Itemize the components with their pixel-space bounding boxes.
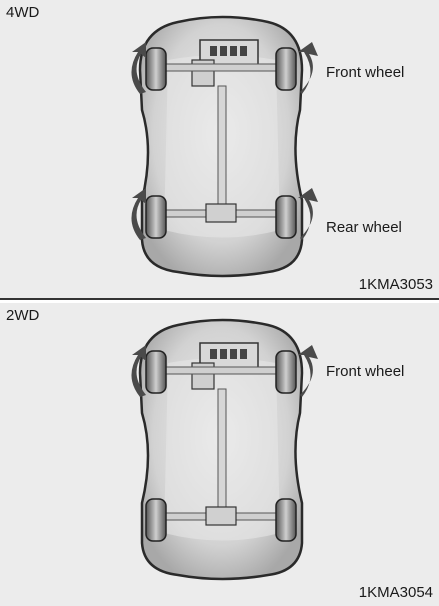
rear-wheel-label-4wd: Rear wheel (326, 219, 402, 237)
front-right-wheel (276, 48, 296, 90)
mode-label-2wd: 2WD (6, 307, 39, 325)
rear-right-wheel (276, 196, 296, 238)
panel-2wd: 2WD Front wheel 1KMA3054 (0, 303, 439, 606)
front-axle (160, 64, 280, 71)
rear-left-wheel (146, 499, 166, 541)
driveshaft (218, 86, 226, 216)
rear-right-wheel (276, 499, 296, 541)
figure-code-2wd: 1KMA3054 (359, 584, 433, 602)
front-left-wheel (146, 48, 166, 90)
front-left-wheel (146, 351, 166, 393)
mode-label-4wd: 4WD (6, 4, 39, 22)
figure-code-4wd: 1KMA3053 (359, 276, 433, 294)
rear-left-wheel (146, 196, 166, 238)
car-diagram-4wd (0, 0, 439, 298)
front-axle (160, 367, 280, 374)
driveshaft (218, 389, 226, 519)
panel-4wd: 4WD Front wheel Rear wheel 1KMA3053 (0, 0, 439, 298)
front-wheel-label-2wd: Front wheel (326, 363, 404, 381)
front-right-wheel (276, 351, 296, 393)
front-wheel-label-4wd: Front wheel (326, 64, 404, 82)
car-diagram-2wd (0, 303, 439, 606)
